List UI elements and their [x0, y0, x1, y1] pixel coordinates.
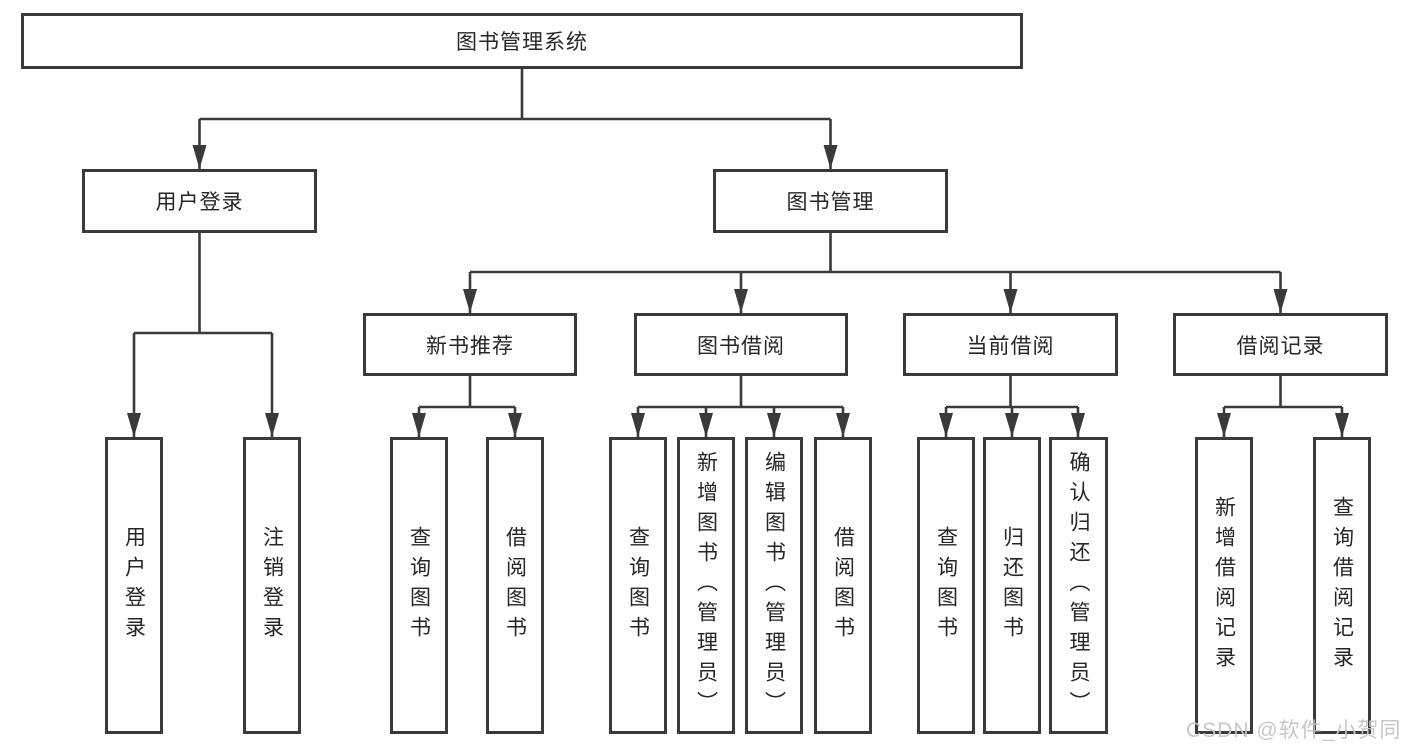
connector-book-management-to-level3 [463, 233, 1288, 313]
node-new-book-recommend: 新书推荐 [363, 313, 577, 376]
node-label: 编辑图书（管理员） [762, 450, 786, 721]
node-label: 确认归还（管理员） [1067, 450, 1090, 721]
leaf-query-books-borrow: 查询图书 [609, 437, 667, 734]
node-label: 借阅图书 [503, 525, 527, 646]
leaf-edit-book-admin: 编辑图书（管理员） [745, 437, 803, 734]
connector-user-login-to-leaves [127, 233, 279, 437]
connector-new-book-recommend-to-leaves [412, 376, 522, 437]
node-root: 图书管理系统 [21, 13, 1023, 69]
node-label: 用户登录 [122, 525, 146, 646]
node-current-borrow: 当前借阅 [903, 313, 1118, 376]
node-book-management: 图书管理 [713, 169, 948, 233]
node-label: 新书推荐 [426, 334, 514, 358]
node-label: 查询借阅记录 [1330, 495, 1354, 676]
node-label: 新增借阅记录 [1212, 495, 1236, 676]
node-label: 当前借阅 [966, 334, 1055, 358]
leaf-return-book: 归还图书 [983, 437, 1041, 734]
node-label: 图书借阅 [697, 334, 785, 358]
node-label: 查询图书 [407, 525, 431, 646]
leaf-query-books-current: 查询图书 [917, 437, 975, 734]
leaf-add-book-admin: 新增图书（管理员） [677, 437, 735, 734]
connector-current-borrow-to-leaves [939, 376, 1085, 437]
node-label: 查询图书 [626, 525, 650, 646]
leaf-query-borrow-record: 查询借阅记录 [1313, 437, 1371, 734]
leaf-borrow-books: 借阅图书 [814, 437, 872, 734]
node-label: 图书管理系统 [456, 31, 588, 54]
leaf-query-books-recommend: 查询图书 [390, 437, 448, 734]
node-borrow-records: 借阅记录 [1173, 313, 1388, 376]
node-label: 借阅图书 [831, 525, 855, 646]
connector-borrow-records-to-leaves [1217, 376, 1349, 437]
node-label: 借阅记录 [1236, 334, 1325, 358]
leaf-borrow-books-recommend: 借阅图书 [486, 437, 544, 734]
node-user-login: 用户登录 [82, 169, 317, 233]
node-label: 用户登录 [155, 191, 244, 214]
node-label: 查询图书 [934, 525, 958, 646]
leaf-logout: 注销登录 [243, 437, 301, 734]
node-label: 图书管理 [786, 191, 875, 214]
leaf-user-login: 用户登录 [105, 437, 163, 734]
node-book-borrow: 图书借阅 [634, 313, 848, 376]
leaf-confirm-return-admin: 确认归还（管理员） [1049, 437, 1108, 734]
leaf-add-borrow-record: 新增借阅记录 [1195, 437, 1253, 734]
node-label: 新增图书（管理员） [694, 450, 718, 721]
connector-root-to-level2 [192, 69, 838, 169]
node-label: 归还图书 [1000, 525, 1024, 646]
connector-book-borrow-to-leaves [631, 376, 850, 437]
node-label: 注销登录 [260, 525, 284, 646]
